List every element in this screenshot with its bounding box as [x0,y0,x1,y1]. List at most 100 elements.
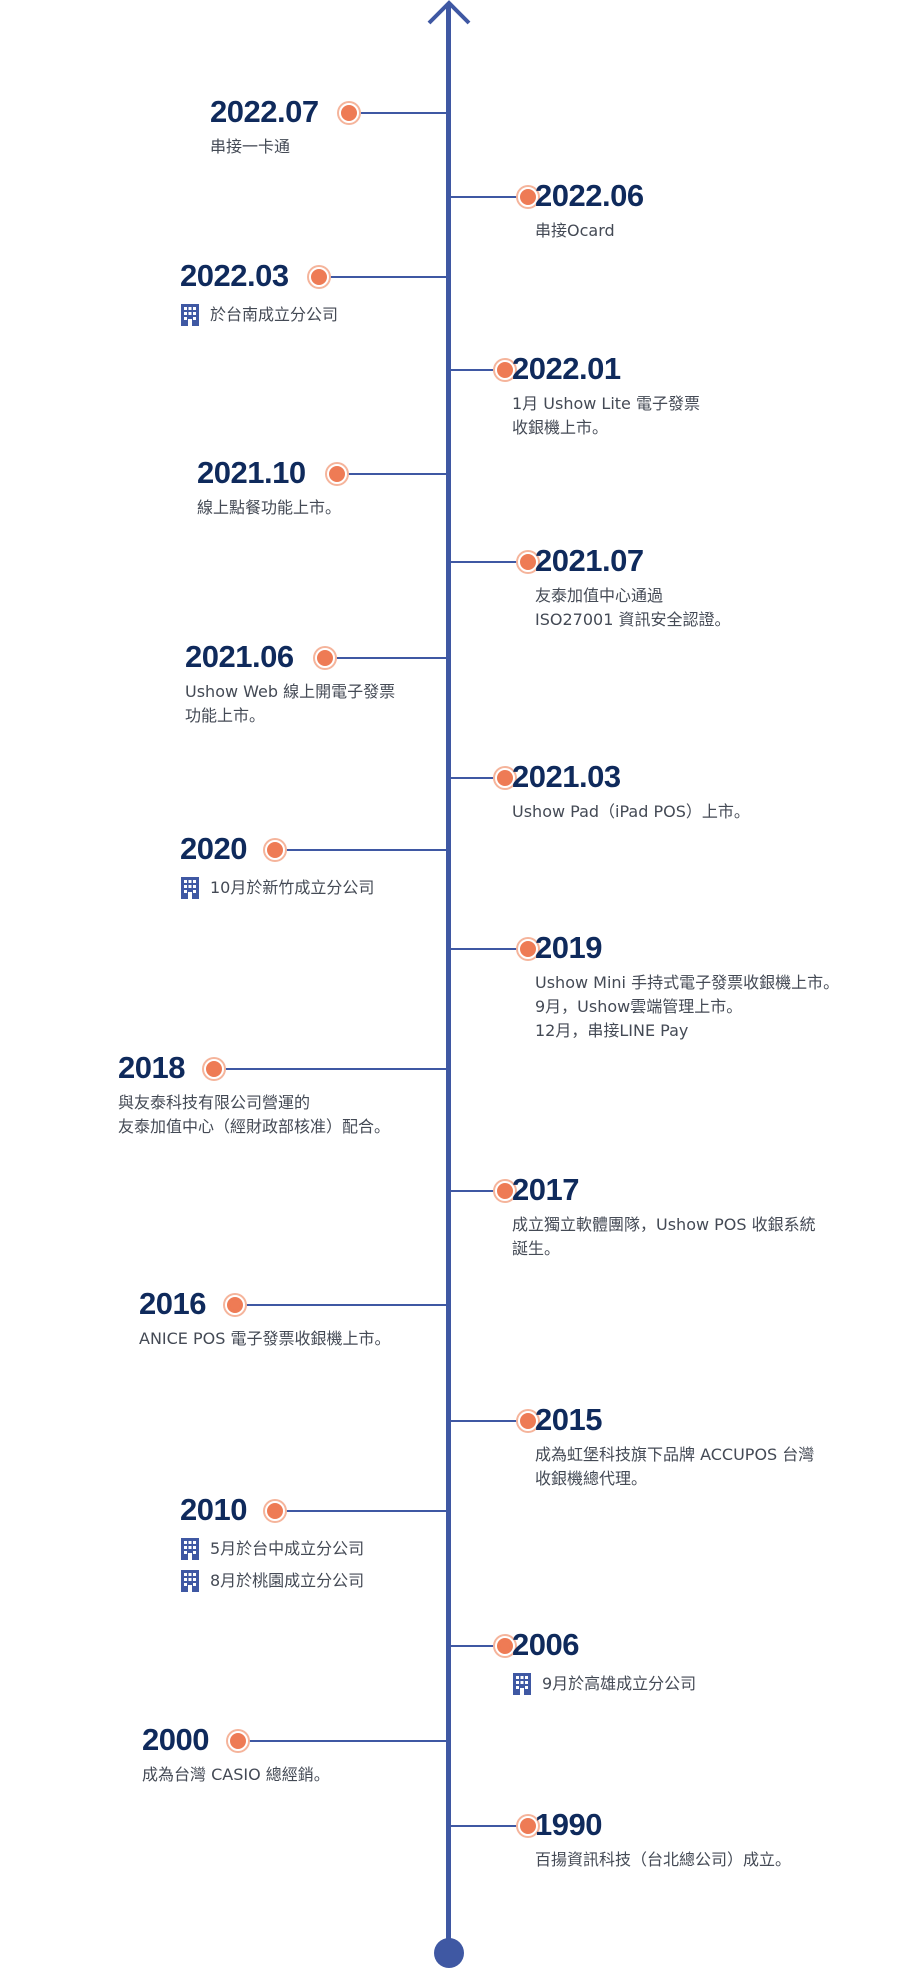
office-label: 8月於桃園成立分公司 [210,1571,365,1590]
timeline-connector [243,1304,446,1306]
event-description: 成為台灣 CASIO 總經銷。 [142,1765,330,1784]
timeline-dot [518,187,538,207]
timeline-connector [283,849,446,851]
timeline-connector [451,1645,495,1647]
event-year: 2010 [180,1492,247,1527]
building-icon [513,1673,531,1695]
timeline-dot [495,1181,515,1201]
office-item: 9月於高雄成立分公司 [512,1672,696,1696]
timeline-event: 2006 9月於高雄成立分公司 [512,1626,696,1696]
timeline-axis [446,4,451,1944]
event-description: 成為虹堡科技旗下品牌 ACCUPOS 台灣 [535,1445,815,1464]
event-year: 2022.06 [535,178,644,213]
event-description: Ushow Web 線上開電子發票 [185,682,396,701]
timeline-dot [518,1411,538,1431]
timeline-dot [265,1501,285,1521]
office-item: 於台南成立分公司 [180,303,338,327]
event-description: 1月 Ushow Lite 電子發票 [512,394,700,413]
timeline-event: 2015 成為虹堡科技旗下品牌 ACCUPOS 台灣收銀機總代理。 [535,1401,814,1491]
timeline-connector [451,1420,518,1422]
office-item: 10月於新竹成立分公司 [180,876,374,900]
timeline-event: 2010 5月於台中成立分公司 8月於桃園成立分公司 [180,1491,364,1593]
timeline-dot [204,1059,224,1079]
event-year: 2000 [142,1722,209,1757]
event-year: 2006 [512,1627,579,1662]
timeline-event: 2018 與友泰科技有限公司營運的友泰加值中心（經財政部核准）配合。 [118,1049,390,1139]
timeline-dot [495,1636,515,1656]
timeline-dot [315,648,335,668]
timeline-connector [451,1190,495,1192]
event-description: 收銀機總代理。 [535,1469,648,1488]
timeline-event: 2021.10 線上點餐功能上市。 [197,454,341,520]
timeline-dot [228,1731,248,1751]
event-description: ANICE POS 電子發票收銀機上市。 [139,1329,391,1348]
event-year: 2021.03 [512,759,621,794]
arrow-up-icon [427,0,471,25]
office-label: 9月於高雄成立分公司 [542,1674,697,1693]
event-description: 誕生。 [512,1239,561,1258]
event-year: 2021.06 [185,639,294,674]
event-year: 2022.01 [512,351,621,386]
event-description: 9月，Ushow雲端管理上市。 [535,997,743,1016]
event-year: 2022.03 [180,258,289,293]
event-year: 2018 [118,1050,185,1085]
event-description: 線上點餐功能上市。 [197,498,342,517]
event-year: 2020 [180,831,247,866]
timeline-connector [357,112,446,114]
building-icon [181,877,199,899]
event-description: Ushow Mini 手持式電子發票收銀機上市。 [535,973,840,992]
event-description: 友泰加值中心通過 [535,586,664,605]
timeline-dot [518,552,538,572]
event-year: 2021.10 [197,455,306,490]
timeline-connector [451,777,495,779]
building-icon [181,1570,199,1592]
event-year: 2017 [512,1172,579,1207]
timeline-connector [333,657,446,659]
timeline-dot [225,1295,245,1315]
event-description: 與友泰科技有限公司營運的 [118,1093,311,1112]
office-label: 10月於新竹成立分公司 [210,878,375,897]
timeline-dot [327,464,347,484]
event-description: 百揚資訊科技（台北總公司）成立。 [535,1850,792,1869]
event-year: 1990 [535,1807,602,1842]
event-description: Ushow Pad（iPad POS）上市。 [512,802,750,821]
event-description: 12月，串接LINE Pay [535,1021,689,1040]
event-description: 成立獨立軟體團隊，Ushow POS 收銀系統 [512,1215,816,1234]
timeline-connector [451,1825,518,1827]
timeline-dot [495,360,515,380]
event-year: 2015 [535,1402,602,1437]
event-year: 2022.07 [210,94,319,129]
timeline-connector [451,561,518,563]
timeline-connector [451,196,518,198]
building-icon [181,304,199,326]
timeline-dot [518,939,538,959]
timeline-connector [246,1740,446,1742]
timeline-dot [309,267,329,287]
timeline-dot [339,103,359,123]
timeline-connector [283,1510,446,1512]
office-item: 8月於桃園成立分公司 [180,1569,364,1593]
timeline-dot [265,840,285,860]
timeline-connector [222,1068,446,1070]
office-item: 5月於台中成立分公司 [180,1537,364,1561]
event-year: 2016 [139,1286,206,1321]
event-description: 友泰加值中心（經財政部核准）配合。 [118,1117,391,1136]
timeline-connector [451,948,518,950]
timeline-dot [495,768,515,788]
office-label: 5月於台中成立分公司 [210,1539,365,1558]
timeline-event: 1990 百揚資訊科技（台北總公司）成立。 [535,1806,791,1872]
timeline-event: 2000 成為台灣 CASIO 總經銷。 [142,1721,330,1787]
timeline-connector [327,276,446,278]
event-year: 2021.07 [535,543,644,578]
timeline-dot [518,1816,538,1836]
timeline-event: 2022.03 於台南成立分公司 [180,257,338,327]
timeline-connector [345,473,446,475]
event-description: 收銀機上市。 [512,418,609,437]
